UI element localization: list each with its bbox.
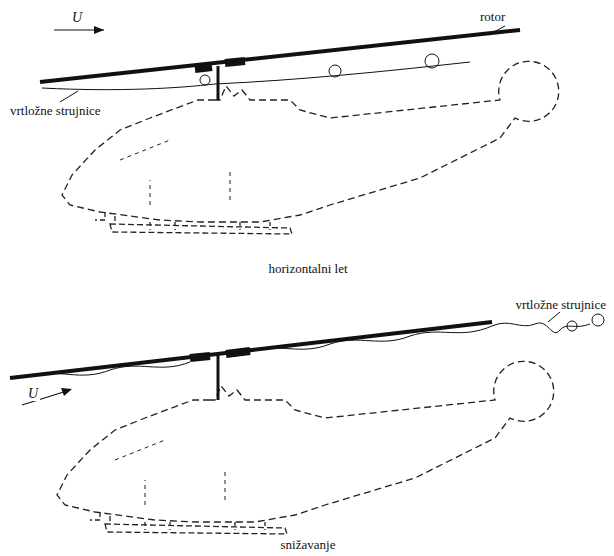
velocity-label: U (26, 386, 40, 401)
part-label: rotor (478, 10, 507, 24)
vortex-label: vrtložne strujnice (513, 298, 608, 312)
velocity-label: U (70, 10, 84, 25)
caption-label: horizontalni let (266, 262, 349, 276)
vortex-label: vrtložne strujnice (8, 104, 103, 118)
caption-label: snižavanje (279, 538, 338, 552)
